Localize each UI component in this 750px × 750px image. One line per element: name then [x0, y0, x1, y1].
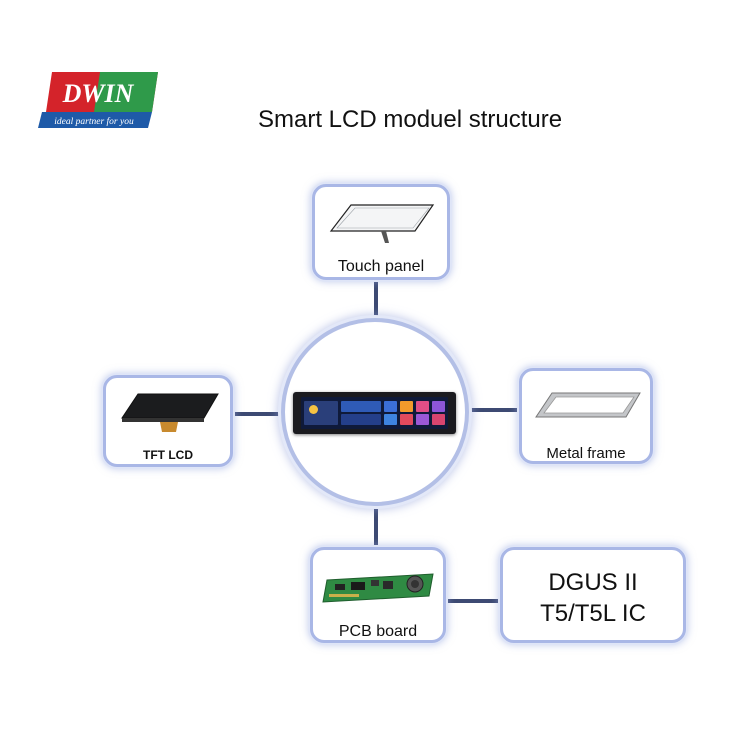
tft-lcd-box: TFT LCD: [103, 375, 233, 467]
ic-box: DGUS II T5/T5L IC: [500, 547, 686, 643]
settings-tile: [416, 401, 429, 412]
weather-tile: [304, 401, 338, 425]
ic-line-2: T5/T5L IC: [540, 600, 646, 627]
pcb-board-label: PCB board: [338, 623, 418, 640]
tft-lcd-image: [121, 393, 219, 432]
svg-text:ideal partner for you: ideal partner for you: [54, 116, 134, 127]
lcd-module-image: [293, 392, 456, 434]
metal-frame-box: Metal frame: [519, 368, 653, 464]
tft-lcd-label: TFT LCD: [143, 448, 193, 462]
connector-right: [469, 408, 517, 412]
grid-tile: [384, 414, 397, 425]
edit-tile: [432, 401, 445, 412]
dwin-logo: DWIN ideal partner for you: [38, 70, 158, 130]
ic-line-1: DGUS II: [548, 569, 638, 596]
touch-panel-image: [329, 204, 435, 243]
info-tile: [432, 414, 445, 425]
sun-icon: [309, 405, 318, 414]
metal-frame-label: Metal frame: [546, 445, 626, 462]
touch-panel-label: Touch panel: [337, 258, 425, 275]
svg-text:DWIN: DWIN: [62, 79, 135, 108]
lcd-screen: [301, 397, 448, 429]
home-tile: [400, 401, 413, 412]
font-tile: [384, 401, 397, 412]
connector-top: [374, 280, 378, 320]
media-tile: [341, 401, 381, 412]
touch-panel-box: Touch panel: [312, 184, 450, 280]
volume-tile: [341, 414, 381, 425]
wifi-tile: [416, 414, 429, 425]
pcb-board-image: [322, 573, 434, 603]
calendar-tile: [400, 414, 413, 425]
connector-pcb-ic: [448, 599, 500, 603]
pcb-board-box: PCB board: [310, 547, 446, 643]
metal-frame-image: [535, 392, 641, 418]
diagram-title: Smart LCD moduel structure: [258, 106, 563, 133]
connector-bottom: [374, 506, 378, 548]
connector-left: [234, 412, 282, 416]
